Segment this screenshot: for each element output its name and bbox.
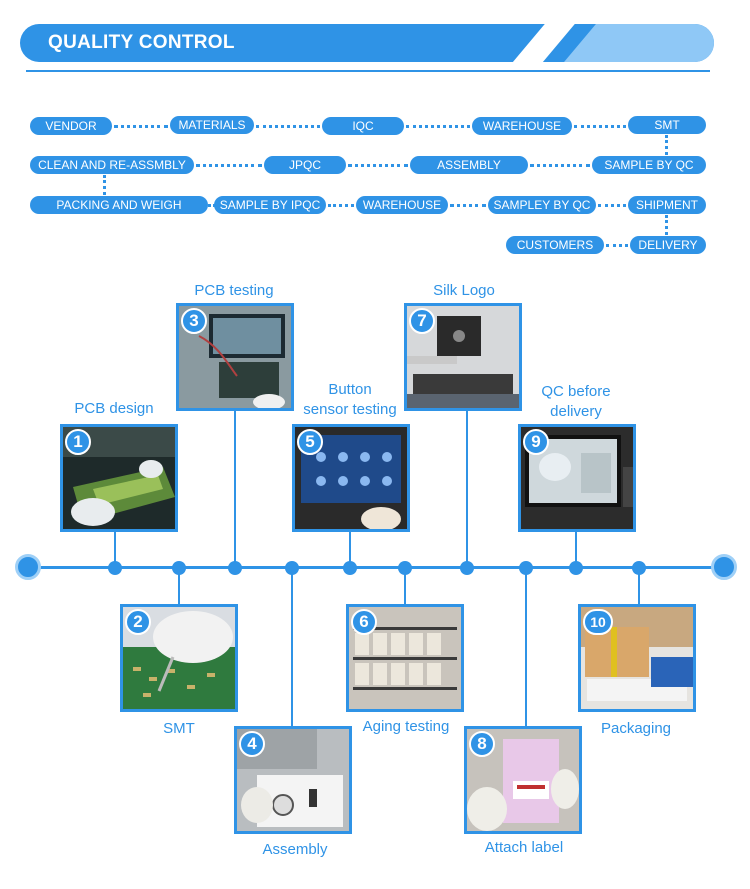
- step-8-caption: Attach label: [484, 839, 564, 856]
- stem-5: [349, 530, 351, 568]
- flow-jpqc: JPQC: [264, 156, 346, 174]
- step-4-photo: 4: [234, 726, 352, 834]
- stem-8: [525, 568, 527, 728]
- step-6-photo: 6: [346, 604, 464, 712]
- step-9-caption-line-2: delivery: [550, 403, 602, 420]
- stem-10: [638, 568, 640, 606]
- title-banner: QUALITY CONTROL: [20, 24, 714, 62]
- flow-connector: [103, 175, 106, 195]
- flow-connector: [196, 164, 262, 167]
- flow-sampley-by-qc: SAMPLEY BY QC: [488, 196, 596, 214]
- step-8-number: 8: [469, 731, 495, 757]
- flow-warehouse-1: WAREHOUSE: [472, 117, 572, 135]
- flow-connector: [208, 204, 216, 207]
- flow-connector: [665, 215, 668, 235]
- timeline-start-cap: [15, 554, 41, 580]
- timeline-node: [343, 561, 357, 575]
- step-10-photo: 10: [578, 604, 696, 712]
- step-3-caption: PCB testing: [194, 282, 274, 299]
- timeline-node: [569, 561, 583, 575]
- flow-packing-weigh: PACKING AND WEIGH: [30, 196, 208, 214]
- flow-connector: [256, 125, 320, 128]
- stem-4: [291, 568, 293, 728]
- timeline-node: [108, 561, 122, 575]
- flow-shipment: SHIPMENT: [628, 196, 706, 214]
- step-10-number: 10: [583, 609, 613, 635]
- flow-connector: [598, 204, 626, 207]
- step-7-number: 7: [409, 308, 435, 334]
- flow-connector: [574, 125, 626, 128]
- stem-1: [114, 530, 116, 568]
- flow-iqc: IQC: [322, 117, 404, 135]
- flow-smt: SMT: [628, 116, 706, 134]
- flow-sample-by-qc: SAMPLE BY QC: [592, 156, 706, 174]
- step-10-caption: Packaging: [600, 720, 672, 737]
- flow-connector: [114, 125, 168, 128]
- flow-connector: [665, 135, 668, 155]
- flow-connector: [406, 125, 470, 128]
- stem-6: [404, 568, 406, 606]
- step-5-caption-line-2: sensor testing: [303, 401, 397, 418]
- step-9-caption-line-1: QC before: [541, 383, 611, 400]
- step-7-photo: 7: [404, 303, 522, 411]
- stem-2: [178, 568, 180, 606]
- step-1-caption: PCB design: [74, 400, 154, 417]
- flow-connector: [530, 164, 590, 167]
- step-9-number: 9: [523, 429, 549, 455]
- step-5-caption-line-1: Button: [328, 381, 372, 398]
- flow-assembly: ASSEMBLY: [410, 156, 528, 174]
- step-4-caption: Assembly: [262, 841, 328, 858]
- stem-7: [466, 410, 468, 568]
- flow-connector: [348, 164, 408, 167]
- timeline-node: [632, 561, 646, 575]
- timeline-node: [398, 561, 412, 575]
- step-3-photo: 3: [176, 303, 294, 411]
- flow-connector: [328, 204, 354, 207]
- page-title: QUALITY CONTROL: [48, 32, 235, 53]
- flow-connector: [450, 204, 486, 207]
- step-7-caption: Silk Logo: [433, 282, 495, 299]
- flow-customers: CUSTOMERS: [506, 236, 604, 254]
- step-8-photo: 8: [464, 726, 582, 834]
- step-5-photo: 5: [292, 424, 410, 532]
- step-3-number: 3: [181, 308, 207, 334]
- step-6-caption: Aging testing: [362, 718, 450, 735]
- timeline-node: [460, 561, 474, 575]
- flow-connector: [606, 244, 628, 247]
- timeline-node: [285, 561, 299, 575]
- step-1-number: 1: [65, 429, 91, 455]
- step-2-caption: SMT: [163, 720, 195, 737]
- step-5-number: 5: [297, 429, 323, 455]
- step-4-number: 4: [239, 731, 265, 757]
- timeline-node: [228, 561, 242, 575]
- timeline-node: [519, 561, 533, 575]
- step-2-number: 2: [125, 609, 151, 635]
- flow-materials: MATERIALS: [170, 116, 254, 134]
- stem-9: [575, 530, 577, 568]
- timeline-end-cap: [711, 554, 737, 580]
- step-9-photo: 9: [518, 424, 636, 532]
- step-2-photo: 2: [120, 604, 238, 712]
- flow-clean-reassembly: CLEAN AND RE-ASSMBLY: [30, 156, 194, 174]
- step-6-number: 6: [351, 609, 377, 635]
- timeline-axis: [28, 566, 724, 569]
- flow-sample-by-ipqc: SAMPLE BY IPQC: [214, 196, 326, 214]
- stem-3: [234, 410, 236, 568]
- header-rule: [26, 70, 710, 72]
- timeline-node: [172, 561, 186, 575]
- flow-warehouse-2: WAREHOUSE: [356, 196, 448, 214]
- step-1-photo: 1: [60, 424, 178, 532]
- flow-vendor: VENDOR: [30, 117, 112, 135]
- flow-delivery: DELIVERY: [630, 236, 706, 254]
